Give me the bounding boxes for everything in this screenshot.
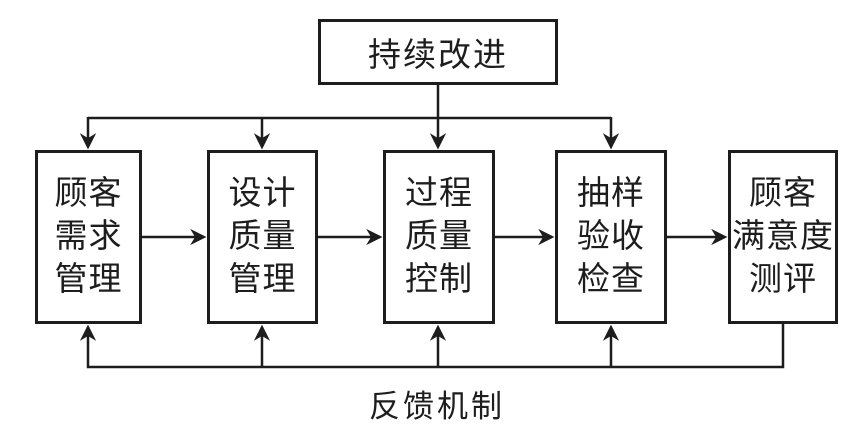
node-label-line: 过程 [405, 175, 473, 212]
node-label-line: 管理 [54, 261, 123, 298]
node-label-line: 控制 [405, 261, 473, 298]
connector-feedback-loop [79, 324, 785, 369]
node-label-line: 管理 [228, 261, 297, 298]
node-label-line: 质量 [228, 218, 297, 255]
feedback-mechanism-label: 反馈机制 [369, 389, 505, 424]
node-label-line: 抽样 [577, 175, 645, 212]
node-label-line: 顾客 [54, 175, 123, 212]
node-customer-satisfaction-evaluation: 顾客 满意度 测评 [728, 150, 838, 324]
node-label-line: 质量 [405, 218, 473, 255]
node-label-line: 顾客 [749, 175, 817, 212]
node-label-line: 验收 [577, 218, 645, 255]
node-label-line: 设计 [228, 175, 297, 212]
node-continuous-improvement: 持续改进 [318, 19, 558, 85]
node-label-line: 检查 [577, 261, 645, 298]
node-label: 持续改进 [368, 38, 508, 74]
node-sampling-acceptance-inspection: 抽样 验收 检查 [555, 150, 667, 324]
node-design-quality-management: 设计 质量 管理 [207, 150, 318, 324]
node-customer-needs-management: 顾客 需求 管理 [35, 150, 142, 324]
node-label-line: 测评 [749, 261, 817, 298]
node-label-line: 需求 [54, 218, 123, 255]
node-label-line: 满意度 [732, 218, 834, 255]
node-process-quality-control: 过程 质量 控制 [383, 150, 495, 324]
